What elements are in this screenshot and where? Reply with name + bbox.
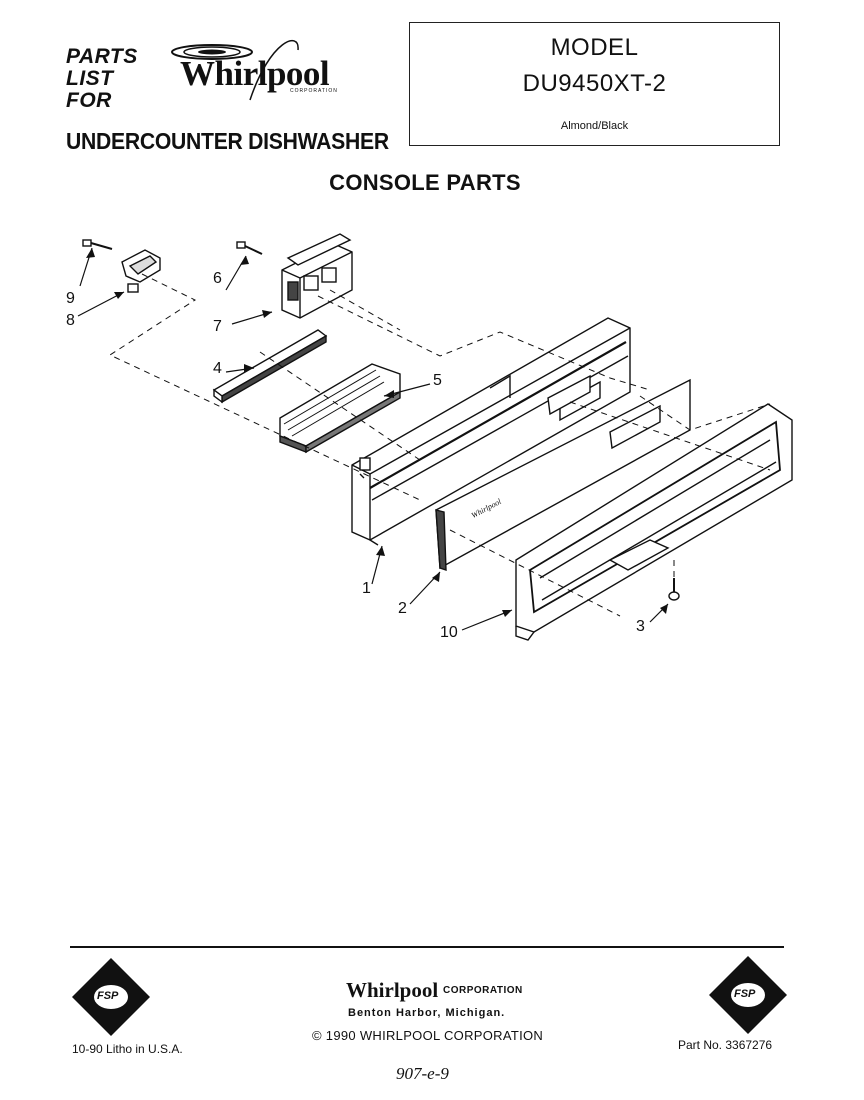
copyright: © 1990 WHIRLPOOL CORPORATION <box>312 1028 544 1043</box>
part-4-light-bar <box>212 329 328 404</box>
callout-2: 2 <box>398 600 407 617</box>
callout-10: 10 <box>440 624 458 641</box>
for-word: FOR <box>66 89 112 112</box>
callout-1: 1 <box>362 580 371 597</box>
model-label: MODEL <box>550 34 639 61</box>
corp-name: Whirlpool <box>346 978 439 1002</box>
fsp-label-right: FSP <box>734 988 756 1000</box>
brand-logo: Whirlpool <box>180 54 330 93</box>
logo-swirl-outer <box>171 44 253 60</box>
part-2-panel <box>435 374 691 571</box>
part-9-screw <box>82 239 113 250</box>
part-10-front-trim <box>515 403 793 641</box>
model-box <box>409 22 780 146</box>
callout-3: 3 <box>636 618 645 635</box>
callout-4: 4 <box>213 360 222 377</box>
product-title: UNDERCOUNTER DISHWASHER <box>66 128 389 154</box>
callout-arrowheads <box>86 248 668 617</box>
logo-swoosh <box>249 39 299 101</box>
assembly-dash-lines <box>108 273 771 617</box>
fsp-badge-right <box>709 956 787 1034</box>
logo-swirl-inner <box>198 49 226 55</box>
parts-word: PARTS <box>66 45 138 68</box>
part-3-screw <box>668 578 680 601</box>
litho-text: 10-90 Litho in U.S.A. <box>72 1042 183 1056</box>
logo-swirl-mid <box>183 46 241 58</box>
part-7-control-module <box>281 233 353 319</box>
callout-9: 9 <box>66 290 75 307</box>
part-8-clip <box>121 249 161 293</box>
footer-rule <box>70 946 784 948</box>
fsp-label-left: FSP <box>97 990 119 1002</box>
part-6-screw <box>236 241 263 255</box>
list-word: LIST <box>66 67 114 90</box>
corp-city: Benton Harbor, Michigan. <box>348 1007 506 1019</box>
section-title: CONSOLE PARTS <box>329 170 521 195</box>
brand-logo-sub: CORPORATION <box>290 88 338 94</box>
fsp-badge-left <box>72 958 150 1036</box>
callout-6: 6 <box>213 270 222 287</box>
corp-suffix: CORPORATION <box>443 985 523 996</box>
callout-7: 7 <box>213 318 222 335</box>
model-color: Almond/Black <box>560 120 629 132</box>
parts-list-for: PARTS LIST FOR <box>66 46 176 112</box>
part-1-console-housing <box>351 317 631 546</box>
handwritten-note: 907-e-9 <box>396 1064 449 1083</box>
model-number: DU9450XT-2 <box>522 70 667 97</box>
callout-5: 5 <box>433 372 442 389</box>
part-number: Part No. 3367276 <box>678 1038 773 1052</box>
callout-8: 8 <box>66 312 75 329</box>
